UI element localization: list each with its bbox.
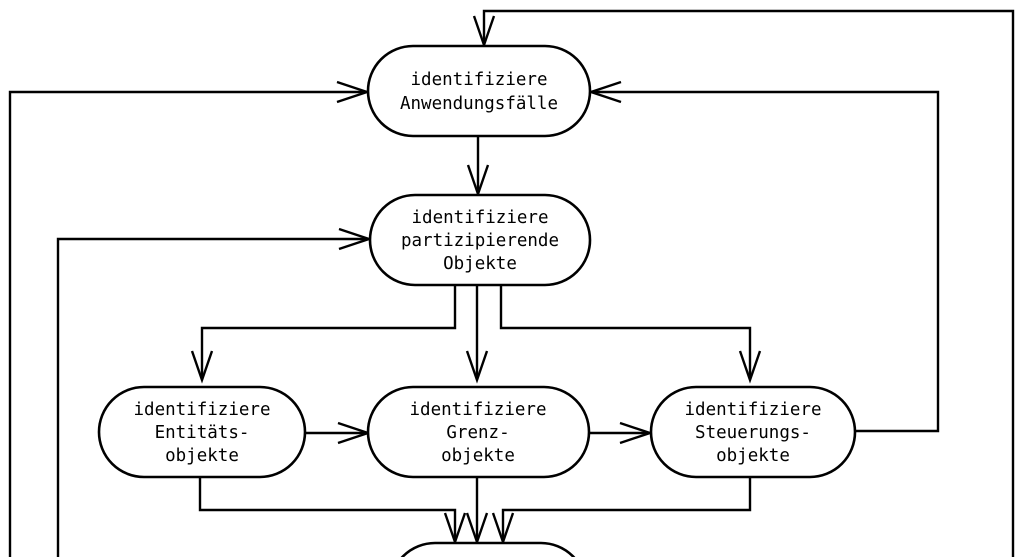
node-entitaetsobjekte-line1: identifiziere bbox=[134, 400, 271, 420]
node-bottom-partial[interactable] bbox=[390, 541, 586, 557]
node-bottom-partial-shape[interactable] bbox=[390, 541, 586, 557]
edge-left-outer-to-anwendungsfaelle bbox=[8, 90, 366, 557]
edge-steuerungsobjekte-to-anwendungsfaelle bbox=[592, 90, 940, 433]
node-partizipierende-objekte-line2: partizipierende bbox=[401, 231, 559, 251]
node-steuerungsobjekte-line2: Steuerungs- bbox=[695, 423, 811, 443]
node-anwendungsfaelle-shape[interactable] bbox=[366, 44, 592, 138]
arrowhead-into-entitaetsobjekte-top bbox=[190, 350, 214, 384]
edge-outer-right-to-anwendungsfaelle bbox=[482, 9, 1015, 557]
edge-entitaetsobjekte-to-bottom-node bbox=[198, 478, 457, 541]
node-grenzobjekte-line3: objekte bbox=[441, 446, 515, 466]
edge-steuerungsobjekte-to-bottom-node bbox=[501, 478, 752, 541]
node-partizipierende-objekte[interactable]: identifiziere partizipierende Objekte bbox=[368, 193, 592, 287]
node-entitaetsobjekte-line3: objekte bbox=[165, 446, 239, 466]
edge-left-inner-to-partizipierende-objekte bbox=[56, 237, 368, 557]
arrowhead-into-grenzobjekte-top bbox=[465, 350, 489, 384]
node-anwendungsfaelle[interactable]: identifiziere Anwendungsfälle bbox=[366, 44, 592, 138]
node-entitaetsobjekte[interactable]: identifiziere Entitäts- objekte bbox=[97, 385, 307, 479]
node-partizipierende-objekte-line1: identifiziere bbox=[412, 208, 549, 228]
node-steuerungsobjekte-shape[interactable] bbox=[649, 385, 857, 479]
node-anwendungsfaelle-line2: Anwendungsfälle bbox=[400, 94, 558, 114]
node-entitaetsobjekte-shape[interactable] bbox=[97, 385, 307, 479]
node-grenzobjekte-line2: Grenz- bbox=[446, 423, 509, 443]
node-partizipierende-objekte-line3: Objekte bbox=[443, 254, 517, 274]
node-layer: identifiziere Anwendungsfälle identifizi… bbox=[97, 44, 857, 557]
edge-partizipierende-objekte-to-entitaetsobjekte bbox=[200, 285, 457, 379]
edge-layer bbox=[8, 9, 1015, 557]
node-grenzobjekte-shape[interactable] bbox=[366, 385, 591, 479]
edge-partizipierende-objekte-to-steuerungsobjekte bbox=[499, 285, 752, 379]
node-entitaetsobjekte-line2: Entitäts- bbox=[155, 423, 250, 443]
node-steuerungsobjekte[interactable]: identifiziere Steuerungs- objekte bbox=[649, 385, 857, 479]
node-anwendungsfaelle-line1: identifiziere bbox=[411, 70, 548, 90]
node-steuerungsobjekte-line1: identifiziere bbox=[685, 400, 822, 420]
node-grenzobjekte[interactable]: identifiziere Grenz- objekte bbox=[366, 385, 591, 479]
arrowhead-into-steuerungsobjekte-top bbox=[738, 350, 762, 384]
node-partizipierende-objekte-shape[interactable] bbox=[368, 193, 592, 287]
node-steuerungsobjekte-line3: objekte bbox=[716, 446, 790, 466]
node-grenzobjekte-line1: identifiziere bbox=[410, 400, 547, 420]
